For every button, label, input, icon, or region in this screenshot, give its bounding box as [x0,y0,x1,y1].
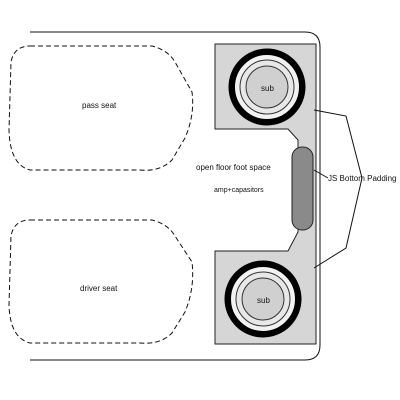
amp-capacitors-block [291,146,314,231]
amp-label: amp+capasitors [214,187,264,194]
pass-seat-outline [8,45,194,171]
driver-seat-label: driver seat [80,284,118,293]
vehicle-body-outline [30,31,321,361]
pass-seat-label: pass seat [82,101,117,110]
padding-label: JS Bottom Padding [328,174,396,183]
sub-top [228,48,306,126]
sub-bottom [224,260,302,338]
sub-top-label: sub [261,84,274,93]
floor-space-label: open floor foot space [196,163,271,172]
padding-callout-lines [313,109,363,269]
driver-seat-outline [8,219,194,344]
sub-bottom-label: sub [257,296,270,305]
